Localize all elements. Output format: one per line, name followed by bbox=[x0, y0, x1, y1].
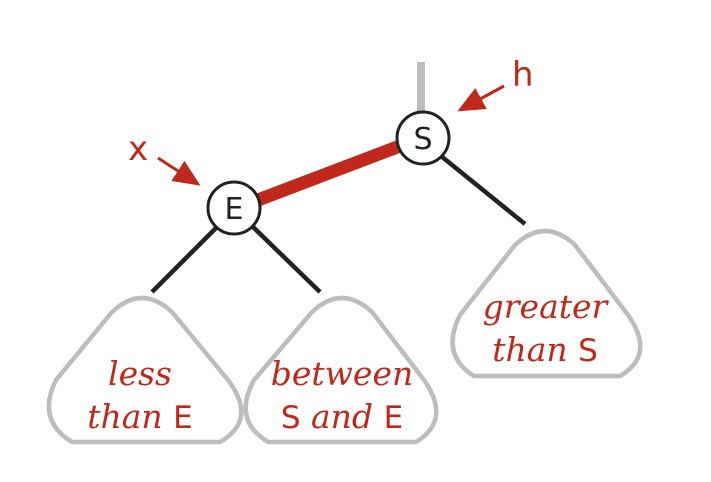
subtree-middle-line2: S and E bbox=[281, 397, 403, 436]
subtree-right-line2: than S bbox=[492, 330, 598, 369]
e-left-link bbox=[150, 224, 220, 294]
subtree-left-line1: less bbox=[108, 354, 172, 393]
red-link bbox=[255, 139, 403, 207]
pointer-h-label: h bbox=[512, 55, 534, 95]
subtree-left-line2: than E bbox=[87, 397, 193, 436]
node-e bbox=[206, 180, 262, 236]
s-right-link bbox=[439, 154, 527, 226]
subtree-left bbox=[46, 295, 244, 445]
pointer-x-label: x bbox=[128, 129, 148, 169]
node-s-label: S bbox=[413, 122, 432, 157]
subtree-right bbox=[450, 228, 643, 379]
subtree-middle bbox=[243, 295, 439, 445]
node-e-label: E bbox=[225, 192, 244, 227]
subtree-middle-line1: between bbox=[271, 354, 413, 393]
subtree-right-line1: greater bbox=[483, 287, 610, 326]
pointer-x-arrow bbox=[157, 156, 201, 186]
pointer-h-arrow bbox=[457, 84, 505, 112]
node-s bbox=[395, 110, 451, 166]
e-right-link bbox=[250, 224, 322, 294]
